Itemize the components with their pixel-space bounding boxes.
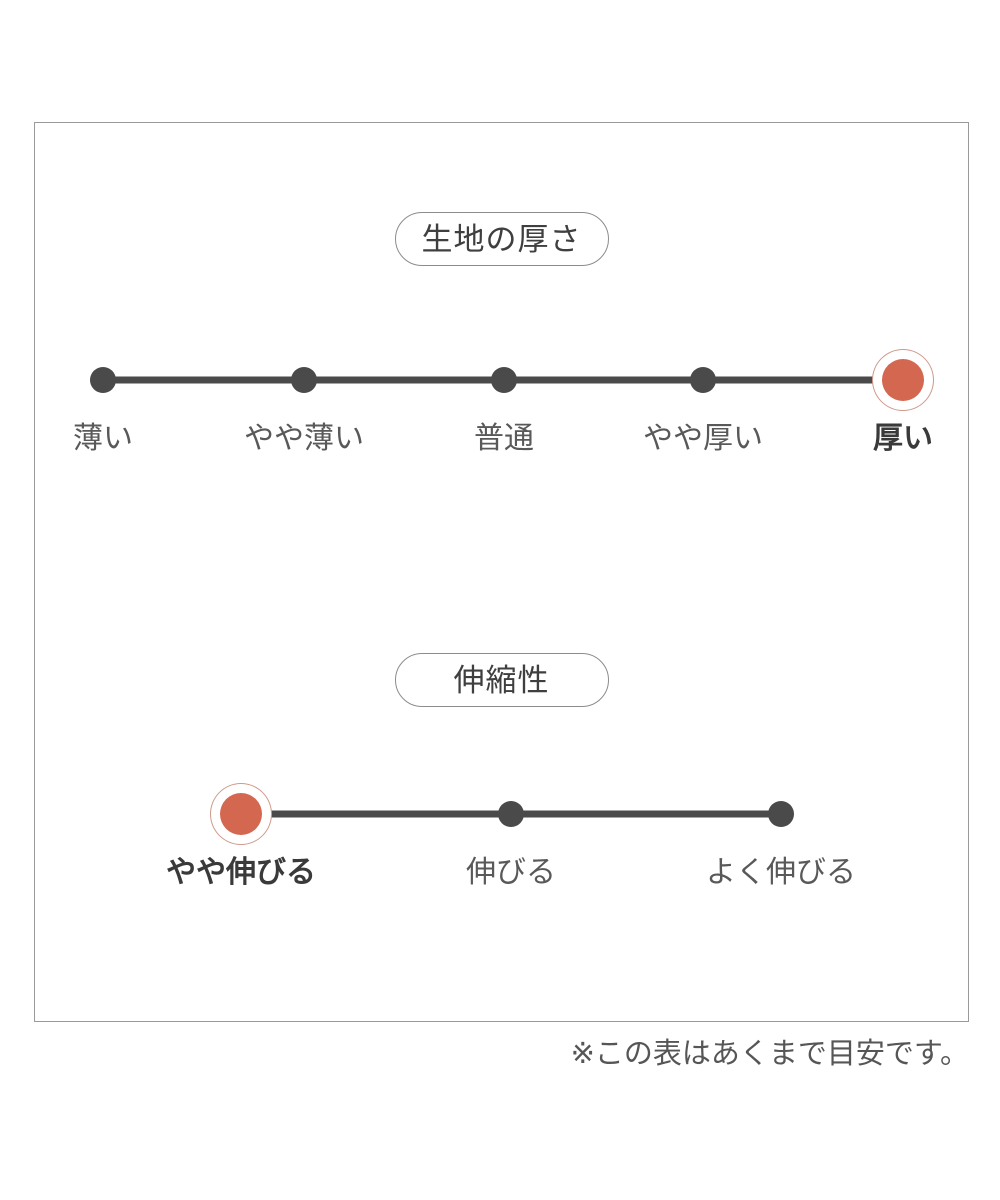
- scale-label-yoku-nobiru: よく伸びる: [706, 856, 856, 889]
- scale-node-yaya-nobiru[interactable]: [220, 793, 262, 835]
- section-heading-fabric-thickness-wrap: 生地の厚さ: [35, 212, 968, 266]
- scale-node-futsuu[interactable]: [491, 367, 517, 393]
- scale-node-yaya-usui[interactable]: [291, 367, 317, 393]
- scale-label-yaya-nobiru: やや伸びる: [166, 856, 316, 889]
- scale-node-yaya-atsui[interactable]: [690, 367, 716, 393]
- scale-label-futsuu: 普通: [474, 422, 534, 455]
- scale-node-yoku-nobiru[interactable]: [768, 801, 794, 827]
- scale-label-atsui: 厚い: [873, 422, 933, 455]
- section-heading-stretchiness-wrap: 伸縮性: [35, 653, 968, 707]
- scale-stretchiness: やや伸びる 伸びる よく伸びる: [35, 793, 970, 934]
- section-heading-stretchiness: 伸縮性: [394, 653, 609, 707]
- scale-fabric-thickness: 薄い やや薄い 普通 やや厚い 厚い: [35, 359, 970, 500]
- footnote-disclaimer: ※この表はあくまで目安です。: [570, 1038, 969, 1070]
- fabric-spec-panel: 生地の厚さ 薄い やや薄い 普通 やや厚い 厚い 伸縮性 やや伸びる 伸びる よ…: [34, 122, 969, 1022]
- scale-node-atsui[interactable]: [882, 359, 924, 401]
- section-heading-fabric-thickness: 生地の厚さ: [394, 212, 609, 266]
- scale-label-yaya-atsui: やや厚い: [643, 422, 763, 455]
- scale-label-nobiru: 伸びる: [466, 856, 556, 889]
- scale-label-usui: 薄い: [73, 422, 133, 455]
- scale-node-usui[interactable]: [90, 367, 116, 393]
- scale-label-yaya-usui: やや薄い: [244, 422, 364, 455]
- scale-node-nobiru[interactable]: [498, 801, 524, 827]
